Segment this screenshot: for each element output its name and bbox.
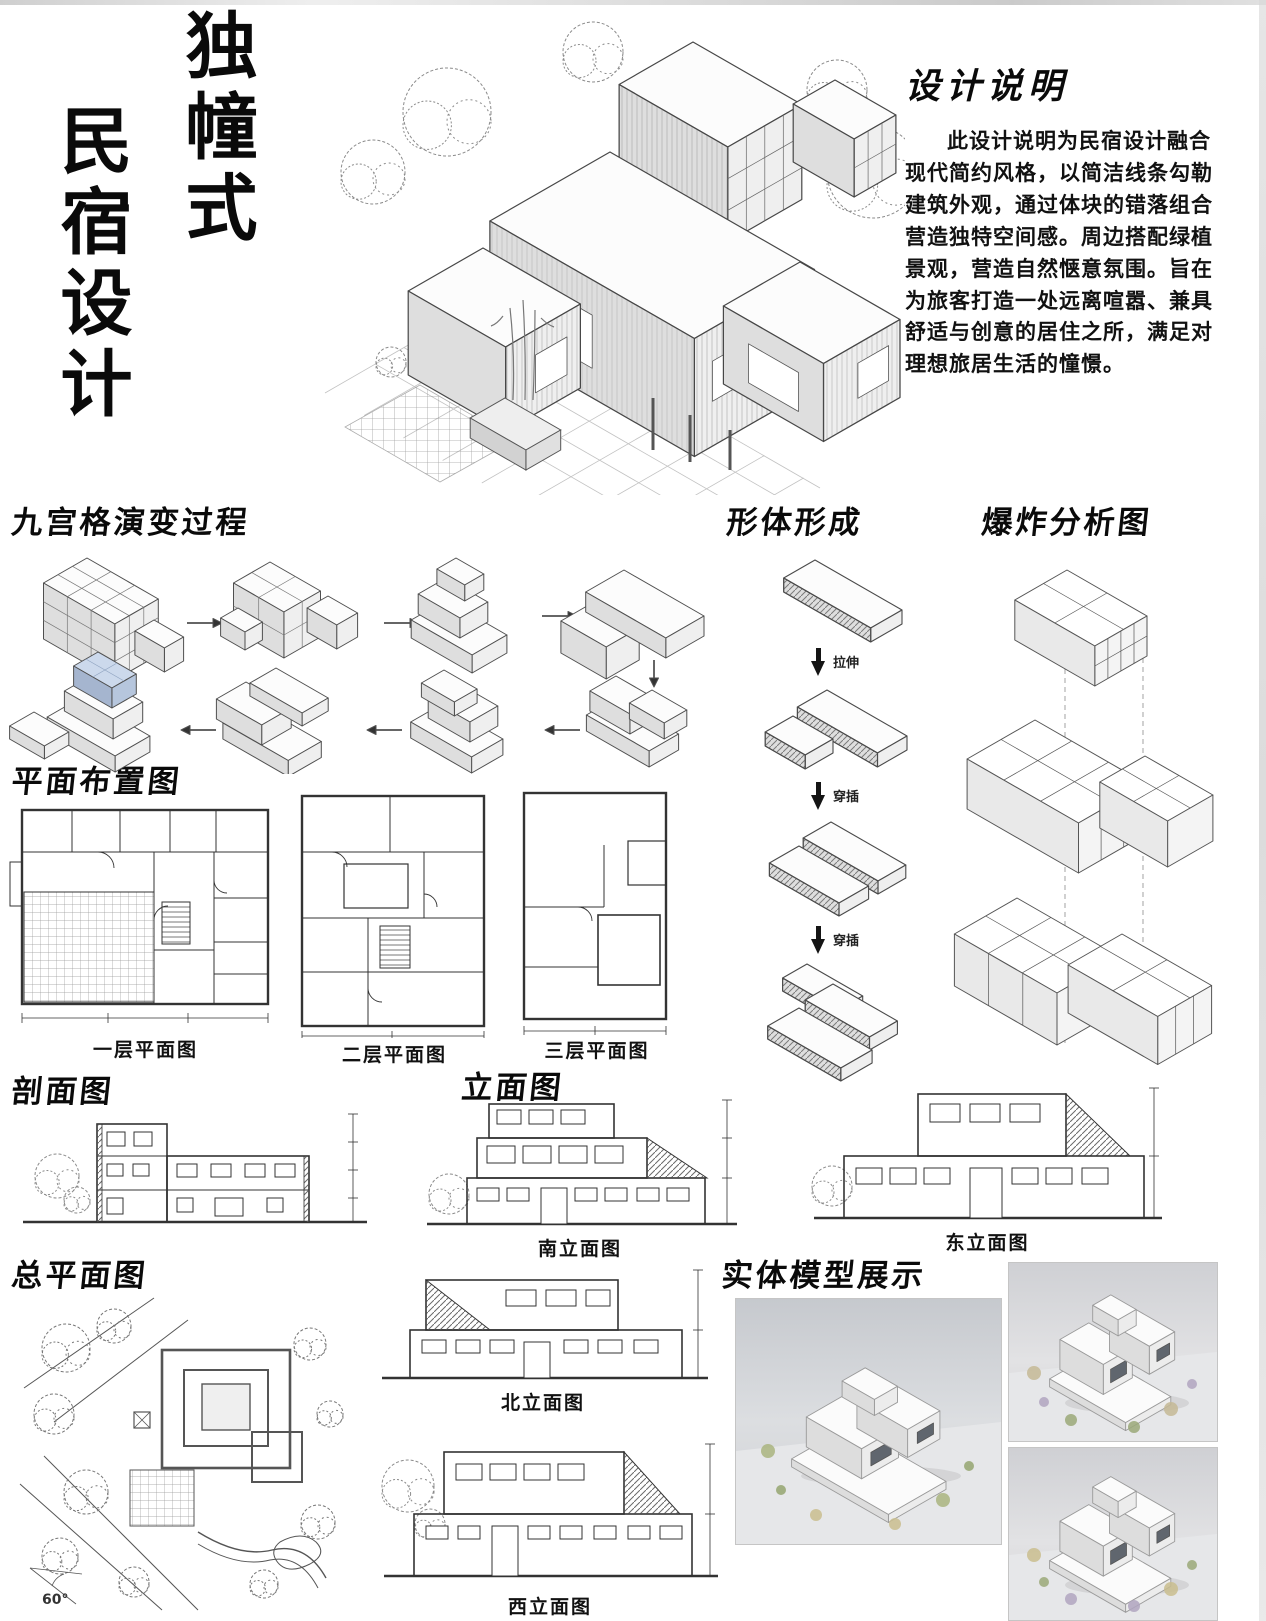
plan3-caption: 三层平面图 <box>544 1040 650 1062</box>
plan1-caption: 一层平面图 <box>92 1039 198 1061</box>
form-step-2-label: 穿插 <box>833 790 860 805</box>
site-angle-label: 60° <box>42 1592 68 1608</box>
design-notes-heading: 设计说明 <box>905 66 1070 107</box>
design-notes: 设计说明 此设计说明为民宿设计融合现代简约风格，以简洁线条勾勒建筑外观，通过体块… <box>905 58 1219 380</box>
floor-plan-level2 <box>300 794 486 1038</box>
model-photo-main-image <box>736 1299 1001 1544</box>
model-photo-2 <box>1008 1447 1218 1621</box>
south-elevation-caption: 南立面图 <box>537 1238 622 1260</box>
north-elevation-caption: 北立面图 <box>500 1392 585 1414</box>
down-arrow-icon <box>811 926 825 954</box>
form-step-2-diagram <box>764 689 908 770</box>
form-step-3-label: 穿插 <box>833 934 860 949</box>
form-heading: 形体形成 <box>724 505 865 541</box>
site-plan-drawing: 60° <box>19 1297 344 1611</box>
down-arrow-icon <box>811 782 825 810</box>
floor-plan-level3 <box>522 791 668 1035</box>
main-title-line1: 独幢式 <box>173 8 258 251</box>
perspective-rendering <box>324 21 905 495</box>
west-elevation-drawing <box>381 1443 718 1578</box>
model-heading: 实体模型展示 <box>719 1258 928 1294</box>
east-elevation-caption: 东立面图 <box>945 1232 1030 1254</box>
model-photo-2-image <box>1009 1448 1217 1620</box>
form-formation-column: 拉伸 穿插 穿插 <box>735 542 920 1092</box>
section-drawing <box>23 1113 367 1224</box>
scan-artifact-top <box>0 0 1266 5</box>
scan-artifact-right <box>1259 0 1266 1621</box>
form-step-3-diagram <box>768 821 907 917</box>
exploded-heading: 爆炸分析图 <box>979 505 1154 541</box>
plan2-caption: 二层平面图 <box>341 1044 447 1066</box>
west-elevation-caption: 西立面图 <box>507 1596 592 1618</box>
model-photo-1 <box>1008 1262 1218 1442</box>
south-elevation-drawing <box>427 1099 737 1226</box>
nine-grid-heading: 九宫格演变过程 <box>9 505 252 541</box>
site-plan-heading: 总平面图 <box>9 1258 150 1294</box>
design-notes-body: 此设计说明为民宿设计融合现代简约风格，以简洁线条勾勒建筑外观，通过体块的错落组合… <box>905 128 1213 377</box>
form-step-1-label: 拉伸 <box>833 656 860 671</box>
north-elevation-drawing <box>382 1269 708 1380</box>
model-photo-1-image <box>1009 1263 1217 1441</box>
nine-grid-evolution-diagram <box>9 557 705 774</box>
floor-plan-level1 <box>9 808 270 1023</box>
main-title-line2: 民宿设计 <box>48 103 133 427</box>
form-step-4-diagram <box>767 963 898 1082</box>
east-elevation-drawing <box>811 1087 1162 1220</box>
down-arrow-icon <box>811 648 825 676</box>
exploded-axonometric-diagram <box>953 569 1214 1065</box>
model-photo-main <box>735 1298 1002 1545</box>
form-step-1-diagram <box>783 559 903 643</box>
